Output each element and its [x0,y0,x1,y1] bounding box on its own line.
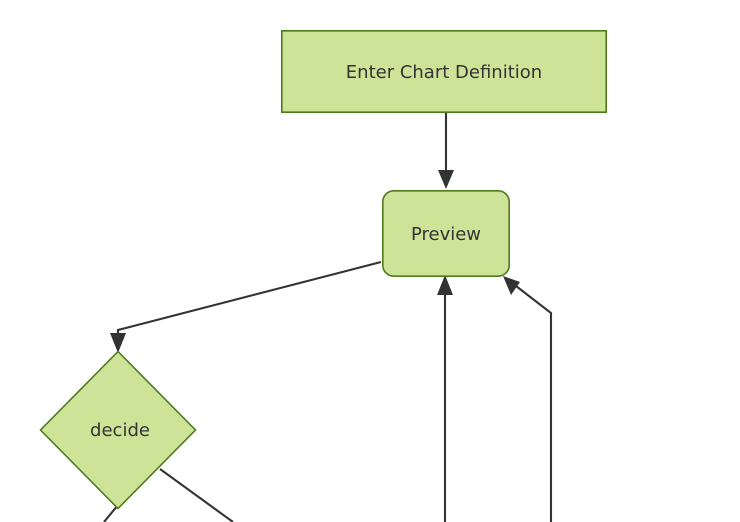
edge-bottom-right-to-preview-line [515,285,553,522]
node-enter-chart-definition-shape [280,29,607,114]
edge-decide-right-out[interactable] [159,468,234,522]
edge-decide-bottom-out[interactable] [103,504,119,522]
edge-preview-to-decide-arrowhead [110,333,126,353]
edge-enter-to-preview-arrowhead [438,170,454,189]
node-layer: Enter Chart Definition Preview decide [39,29,607,510]
edge-layer [103,113,553,522]
node-preview-shape [381,190,510,278]
edge-bottom-right-to-preview-arrowhead [503,276,520,295]
edge-decide-right-out-line [159,468,234,522]
edge-preview-to-decide[interactable] [110,260,382,353]
edge-enter-to-preview[interactable] [438,113,454,189]
node-decide-shape [39,350,197,510]
edge-preview-to-decide-line [116,260,382,340]
edge-bottom-vertical-to-preview-arrowhead [437,275,453,295]
edge-bottom-vertical-to-preview[interactable] [437,275,453,522]
edge-decide-bottom-out-line [103,504,119,522]
edge-bottom-right-to-preview[interactable] [503,276,553,522]
node-enter-chart-definition[interactable]: Enter Chart Definition [280,29,607,114]
node-preview[interactable]: Preview [381,190,510,278]
node-decide[interactable]: decide [39,350,197,510]
